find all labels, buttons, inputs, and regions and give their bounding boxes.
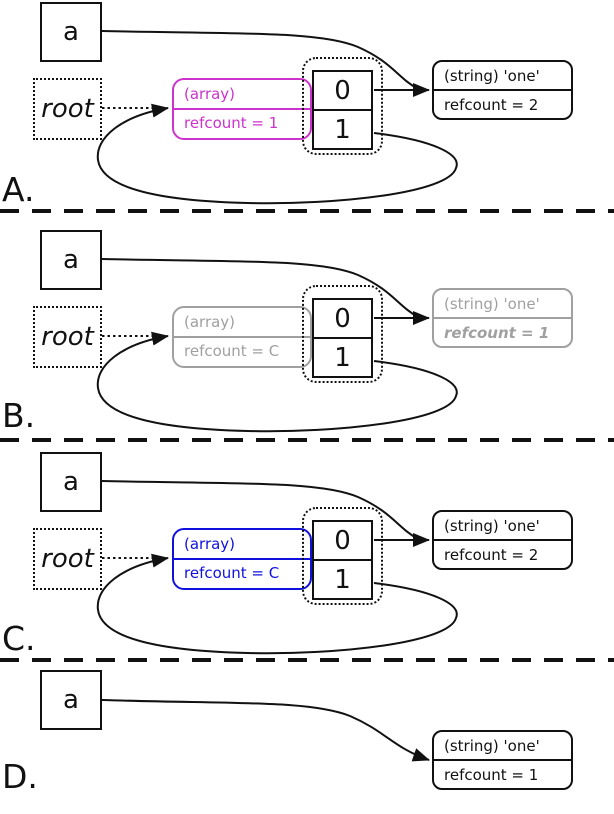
array-type-label: (array) (174, 308, 310, 338)
slot-1: 1 (334, 564, 351, 595)
array-refcount-label: refcount = C (184, 342, 280, 360)
root-label: root (41, 94, 94, 124)
panel-separator (0, 438, 614, 442)
array-slots-box: 0 1 (312, 70, 373, 150)
slot-0: 0 (314, 522, 371, 561)
array-object-box: (array) refcount = C (172, 306, 312, 368)
string-object-box: (string) 'one' refcount = 1 (432, 730, 573, 790)
arrow-slot1-self-loop (96, 103, 458, 205)
string-type-label: (string) 'one' (434, 732, 571, 761)
array-object-box: (array) refcount = C (172, 528, 312, 590)
string-type-label: (string) 'one' (434, 290, 571, 319)
variable-box-a: a (40, 230, 102, 290)
string-type-label: (string) 'one' (434, 512, 571, 541)
array-slots-box: 0 1 (312, 520, 373, 600)
variable-label: a (63, 685, 79, 715)
slot-1: 1 (334, 114, 351, 145)
root-label: root (41, 322, 94, 352)
string-refcount-label: refcount = 2 (444, 95, 539, 114)
arrow-a-to-string (101, 30, 419, 90)
panel-label-c: C. (2, 619, 36, 658)
slot-0: 0 (314, 72, 371, 111)
string-refcount-label: refcount = 1 (444, 323, 550, 342)
array-slots-box: 0 1 (312, 298, 373, 378)
root-box: root (33, 528, 102, 590)
string-refcount-label: refcount = 2 (444, 545, 539, 564)
string-object-box: (string) 'one' refcount = 2 (432, 60, 573, 120)
string-object-box: (string) 'one' refcount = 2 (432, 510, 573, 570)
variable-label: a (63, 245, 79, 275)
array-slots-outline (302, 57, 383, 155)
panel-label-b: B. (2, 396, 36, 435)
arrow-a-to-string (101, 699, 430, 762)
array-type-label: (array) (174, 530, 310, 560)
panel-separator (0, 209, 614, 213)
root-box: root (33, 78, 102, 140)
array-type-label: (array) (174, 80, 310, 110)
variable-box-a: a (40, 452, 102, 512)
arrow-a-to-string (101, 258, 419, 318)
arrow-slot1-self-loop (96, 331, 458, 433)
string-type-label: (string) 'one' (434, 62, 571, 91)
array-refcount-label: refcount = C (184, 564, 280, 582)
root-label: root (41, 544, 94, 574)
root-box: root (33, 306, 102, 368)
string-refcount-label: refcount = 1 (444, 765, 539, 784)
panel-label-d: D. (2, 757, 38, 796)
array-slots-outline (302, 507, 383, 605)
variable-label: a (63, 17, 79, 47)
array-object-box: (array) refcount = 1 (172, 78, 312, 140)
variable-box-a: a (40, 670, 102, 730)
panel-separator (0, 658, 614, 662)
array-refcount-label: refcount = 1 (184, 114, 279, 132)
slot-1: 1 (334, 342, 351, 373)
arrow-slot1-self-loop (96, 553, 458, 655)
variable-box-a: a (40, 2, 102, 62)
panel-label-a: A. (2, 170, 35, 209)
variable-label: a (63, 467, 79, 497)
arrow-a-to-string (101, 480, 419, 540)
array-slots-outline (302, 285, 383, 383)
string-object-box: (string) 'one' refcount = 1 (432, 288, 573, 348)
slot-0: 0 (314, 300, 371, 339)
